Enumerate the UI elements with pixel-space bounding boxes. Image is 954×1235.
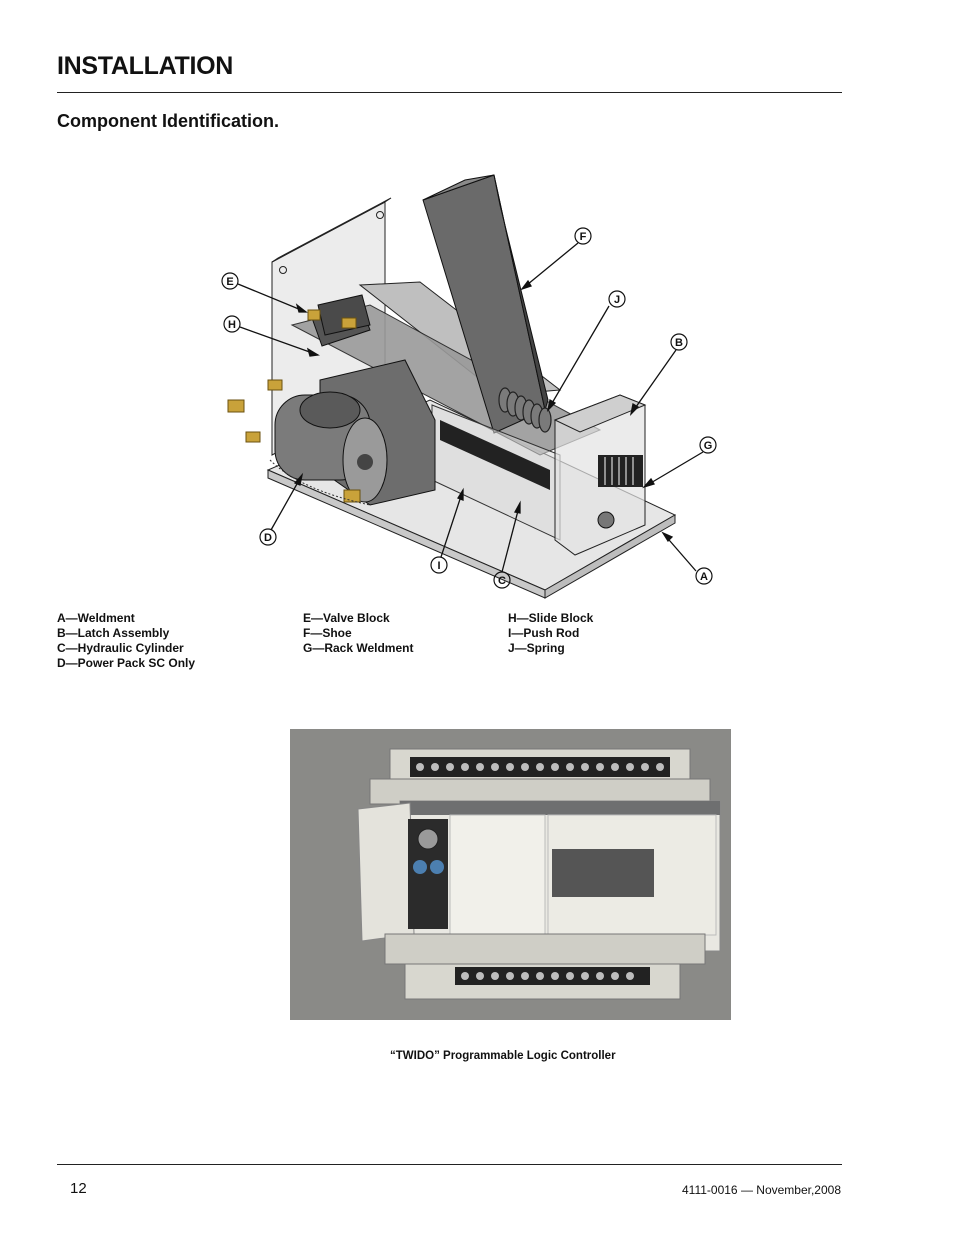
power-pack-motor	[274, 391, 388, 503]
legend-item: F—Shoe	[303, 626, 352, 640]
callout-a: A	[700, 571, 708, 583]
callout-g: G	[704, 440, 713, 452]
callout-j: J	[614, 294, 620, 306]
brass-fittings	[227, 379, 361, 503]
legend-item: D—Power Pack SC Only	[57, 656, 196, 670]
legend-item: J—Spring	[508, 641, 565, 655]
page-title: INSTALLATION	[57, 52, 234, 80]
page-number: 12	[70, 1180, 87, 1197]
legend-column-1: A—Weldment B—Latch Assembly C—Hydraulic …	[57, 611, 195, 671]
photo-caption: “TWIDO” Programmable Logic Controller	[390, 1050, 616, 1062]
plc-photo	[290, 729, 731, 1020]
legend-item: E—Valve Block	[303, 611, 390, 625]
callout-h: H	[228, 319, 236, 331]
callout-labels	[221, 227, 717, 589]
callout-f: F	[580, 231, 587, 243]
callout-d: D	[264, 532, 272, 544]
legend-column-2: E—Valve Block F—Shoe G—Rack Weldment	[303, 611, 413, 656]
legend-item: I—Push Rod	[508, 626, 580, 640]
component-diagram: E H F J B G A D I C	[221, 174, 717, 599]
legend-item: A—Weldment	[57, 611, 135, 625]
callout-c: C	[498, 575, 506, 587]
spring	[498, 387, 552, 433]
legend-column-3: H—Slide Block I—Push Rod J—Spring	[508, 611, 593, 656]
section-subtitle: Component Identification.	[57, 111, 279, 131]
leader-lines	[237, 242, 704, 573]
document-reference: 4111-0016 — November,2008	[682, 1183, 841, 1197]
callout-b: B	[675, 337, 683, 349]
valve-block	[307, 294, 371, 336]
header-divider	[57, 92, 842, 93]
callout-e: E	[226, 276, 233, 288]
callout-i: I	[437, 560, 440, 572]
footer-divider	[57, 1164, 842, 1165]
legend-item: G—Rack Weldment	[303, 641, 414, 655]
legend-item: B—Latch Assembly	[57, 626, 170, 640]
legend-item: C—Hydraulic Cylinder	[57, 641, 184, 655]
legend-item: H—Slide Block	[508, 611, 594, 625]
